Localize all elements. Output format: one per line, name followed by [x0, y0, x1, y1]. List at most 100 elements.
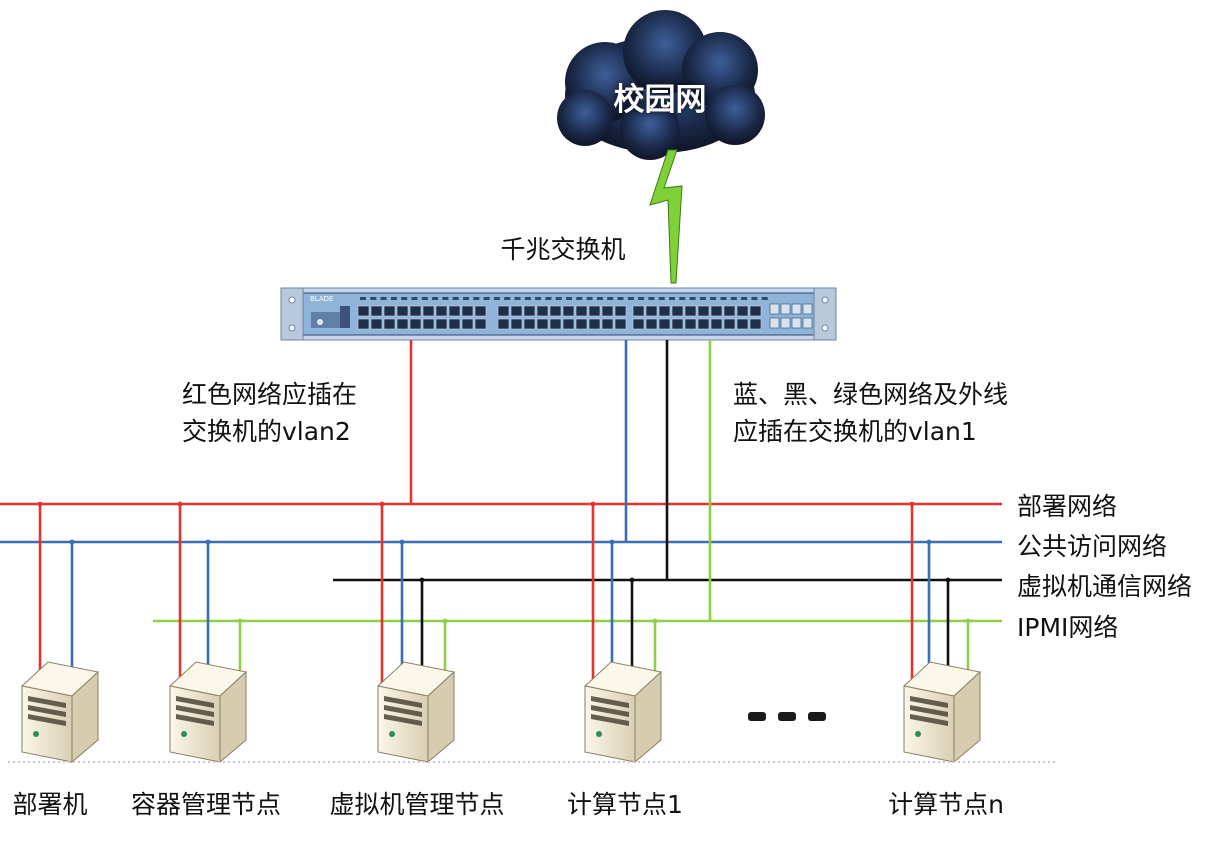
switch-port: [601, 318, 614, 330]
network-label-ipmi: IPMI网络: [1017, 613, 1119, 642]
switch-port: [575, 305, 588, 317]
vlan1-note: 蓝、黑、绿色网络及外线 应插在交换机的vlan1: [733, 376, 1008, 450]
bus-junction: [37, 501, 43, 507]
switch-label: 千兆交换机: [500, 235, 626, 264]
switch-led-row: [576, 297, 583, 300]
server-drive-bay: [176, 696, 214, 708]
switch-port: [422, 318, 435, 330]
switch-led-row: [596, 297, 603, 300]
switch-led-row: [524, 297, 531, 300]
switch-port: [697, 305, 710, 317]
switch-port: [645, 318, 658, 330]
bus-junction: [205, 539, 211, 545]
server-icon: [583, 661, 663, 764]
switch-led-row: [638, 297, 645, 300]
switch-sfp-port: [802, 317, 813, 329]
switch-port: [383, 318, 396, 330]
switch-port: [710, 318, 723, 330]
switch-led-row: [689, 297, 696, 300]
server-power-led: [33, 731, 39, 737]
switch-led-row: [586, 297, 593, 300]
server-power-led: [181, 731, 187, 737]
switch-port: [370, 305, 383, 317]
network-label-deploy: 部署网络: [1017, 492, 1118, 521]
switch-port: [658, 318, 671, 330]
node-label-compute-1: 计算节点1: [567, 790, 683, 819]
switch-led-row: [401, 297, 408, 300]
switch-sfp-port: [802, 303, 813, 315]
switch-led-row: [504, 297, 511, 300]
switch-port: [461, 318, 474, 330]
switch-led-row: [432, 297, 439, 300]
switch-led-row: [483, 297, 490, 300]
switch-port: [562, 305, 575, 317]
switch-port: [723, 305, 736, 317]
switch-port: [357, 318, 370, 330]
switch-port: [736, 305, 749, 317]
switch-port: [448, 305, 461, 317]
switch-led-row: [493, 297, 500, 300]
switch-sfp-port: [791, 317, 802, 329]
node-label-vm-mgmt: 虚拟机管理节点: [329, 790, 505, 819]
server-power-led: [389, 731, 395, 737]
switch-port: [549, 305, 562, 317]
switch-sfp-ports: [769, 303, 813, 329]
switch-port: [601, 305, 614, 317]
server-drive-bay: [384, 696, 422, 708]
switch-sfp-port: [769, 303, 780, 315]
vlan2-note: 红色网络应插在 交换机的vlan2: [182, 376, 357, 450]
switch-port: [671, 305, 684, 317]
switch-led-row: [442, 297, 449, 300]
switch-led-row: [514, 297, 521, 300]
server-drive-bay: [591, 714, 629, 726]
server-drive-bay: [28, 714, 66, 726]
switch-port: [435, 318, 448, 330]
server-side: [71, 670, 99, 764]
server-side: [953, 670, 981, 764]
node-label-deploy: 部署机: [12, 790, 88, 819]
switch-port: [435, 305, 448, 317]
switch-led-row: [617, 297, 624, 300]
switch-led-row: [545, 297, 552, 300]
switch-led-row: [679, 297, 686, 300]
switch-port: [614, 305, 627, 317]
switch-port: [723, 318, 736, 330]
server-side: [634, 670, 662, 764]
server-icon: [168, 661, 248, 764]
bus-junction: [945, 577, 951, 583]
switch-port: [749, 318, 762, 330]
switch-port: [614, 318, 627, 330]
switch-sfp-port: [780, 303, 791, 315]
switch-port: [575, 318, 588, 330]
network-label-vm: 虚拟机通信网络: [1017, 572, 1193, 601]
switch-led-row: [360, 297, 366, 300]
switch-port: [510, 318, 523, 330]
server-drive-bay: [28, 696, 66, 708]
switch-led-row: [452, 297, 459, 300]
switch-port: [549, 318, 562, 330]
switch-port: [396, 318, 409, 330]
switch-brand-label: BLADE: [310, 295, 333, 303]
switch-led-row: [566, 297, 572, 300]
switch-led-row: [390, 297, 397, 300]
node-label-container-mgmt: 容器管理节点: [130, 790, 282, 819]
servers: [20, 661, 982, 764]
switch-led-row: [751, 297, 758, 300]
switch-port: [448, 318, 461, 330]
switch-led-row: [607, 297, 614, 300]
bus-junction: [237, 618, 243, 624]
switch-led-row: [741, 297, 748, 300]
server-drive-bay: [591, 705, 629, 717]
switch-port: [562, 318, 575, 330]
bus-junction: [590, 501, 596, 507]
switch-led-row: [473, 297, 480, 300]
switch-led-row: [421, 297, 428, 300]
switch-port: [370, 318, 383, 330]
bus-junction: [629, 577, 635, 583]
switch-port: [409, 318, 422, 330]
uplink-lightning-icon: [649, 149, 683, 284]
switch-port: [474, 318, 487, 330]
network-label-public: 公共访问网络: [1017, 532, 1168, 561]
switch-led-row: [370, 297, 377, 300]
